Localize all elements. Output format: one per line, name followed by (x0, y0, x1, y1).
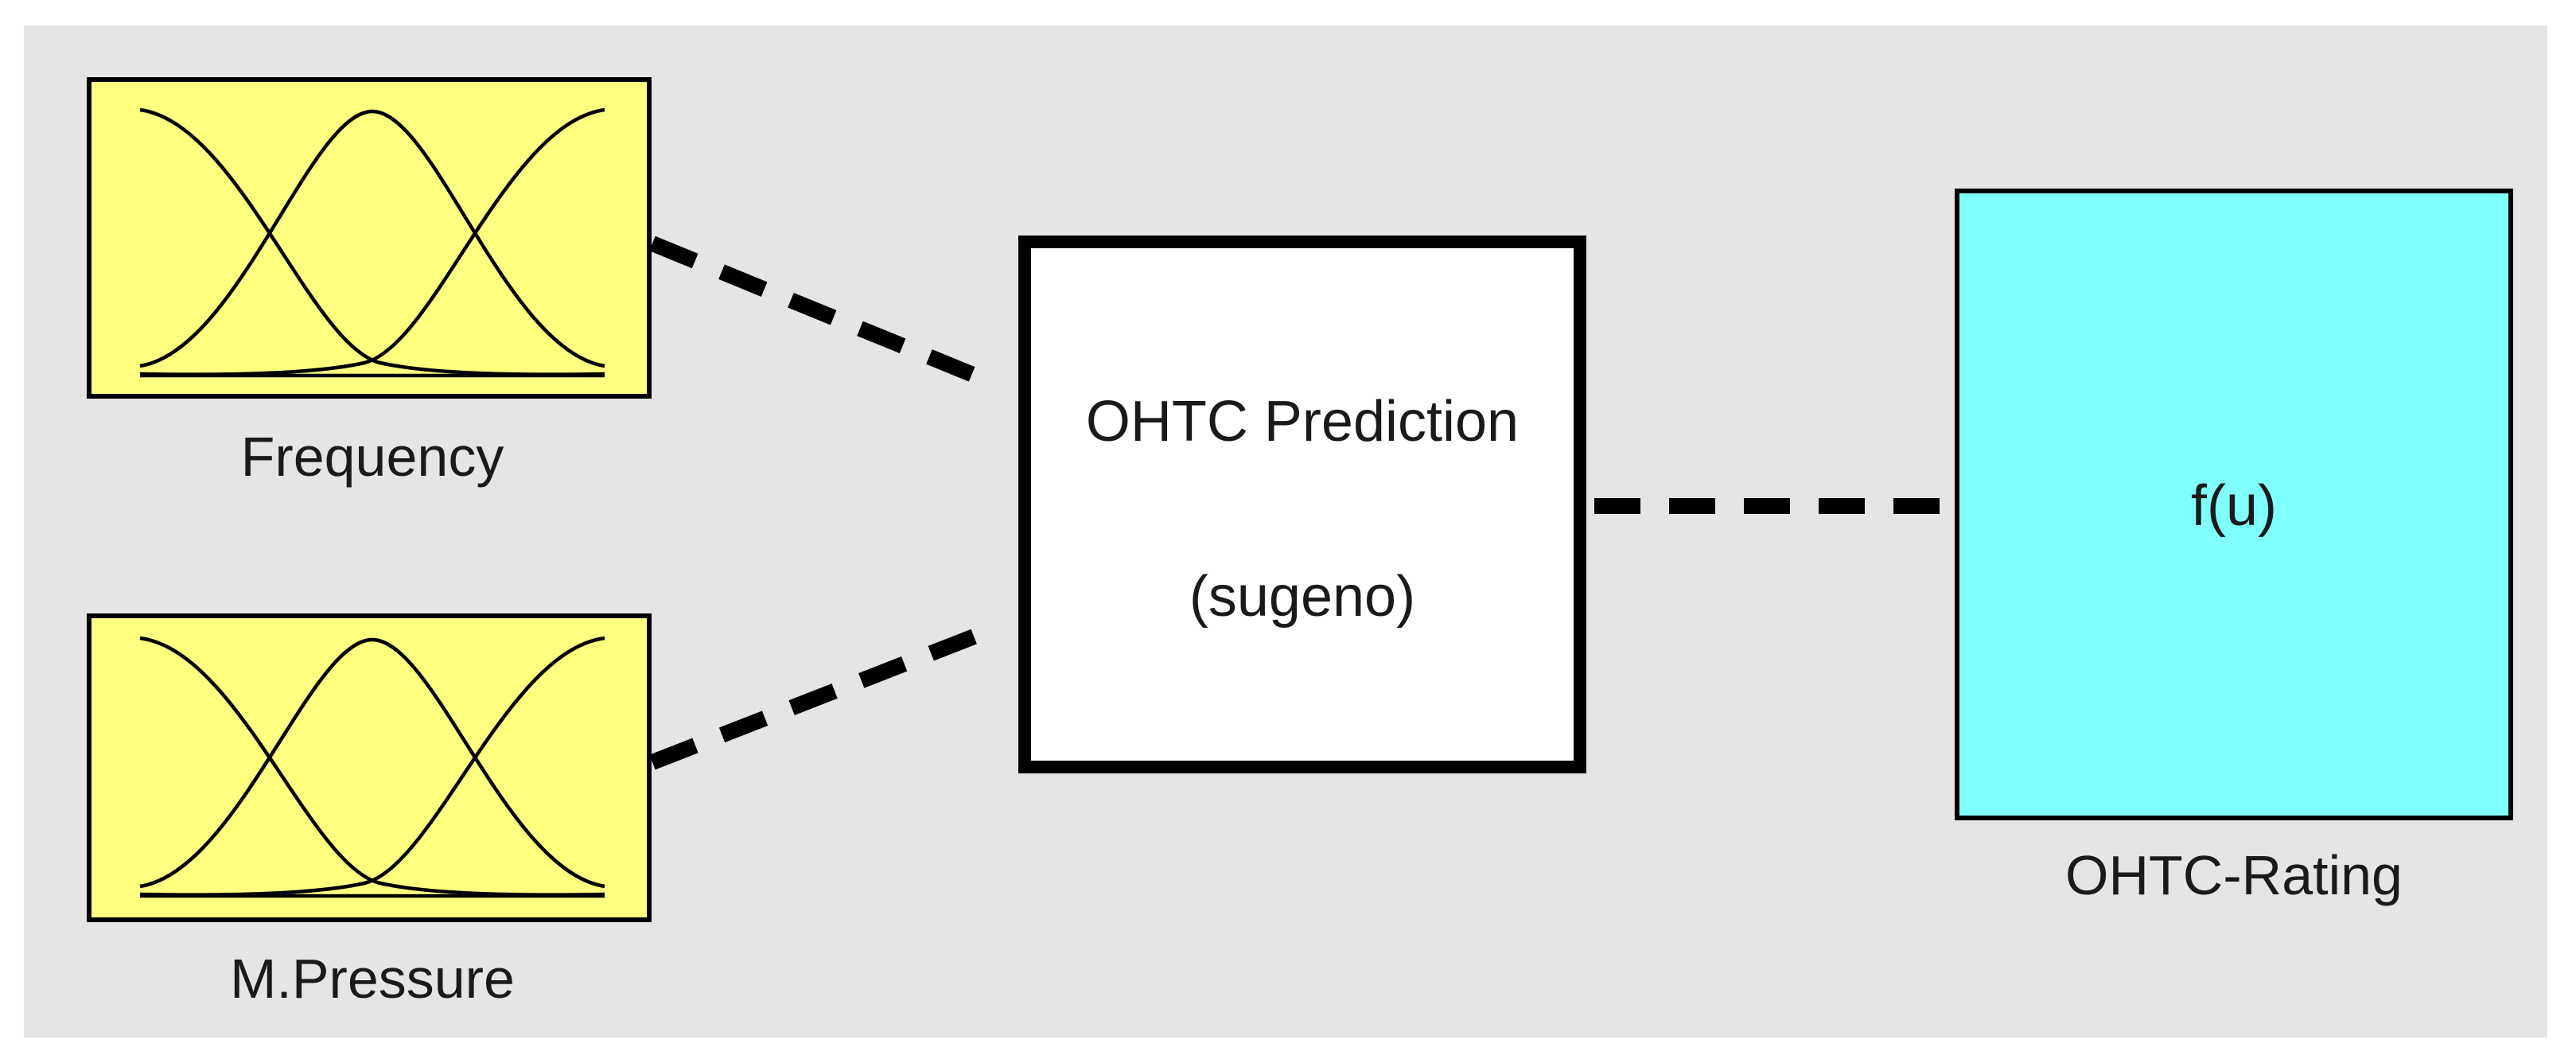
mf-curve-mid (139, 109, 605, 368)
output-label: OHTC-Rating (2065, 844, 2403, 906)
connectors (649, 236, 1957, 770)
output-function-symbol: f(u) (2191, 474, 2277, 538)
output-block-ohtc-rating[interactable]: f(u) OHTC-Rating (1955, 189, 2513, 906)
membership-functions-frequency (139, 107, 605, 378)
output-box[interactable] (1955, 189, 2513, 820)
input-label-frequency: Frequency (241, 426, 504, 488)
connector-pressure-to-system (649, 621, 998, 770)
input-block-m-pressure[interactable]: M.Pressure (87, 613, 652, 1010)
inference-system-block[interactable]: OHTC Prediction (sugeno) (1018, 236, 1586, 773)
input-box-m-pressure[interactable] (87, 613, 652, 922)
connector-frequency-to-system (649, 236, 998, 391)
membership-functions-m-pressure (139, 636, 605, 898)
input-block-frequency[interactable]: Frequency (87, 77, 652, 488)
input-label-m-pressure: M.Pressure (230, 948, 515, 1010)
system-name: OHTC Prediction (1086, 390, 1519, 454)
mf-curve-mid (139, 637, 605, 889)
system-box[interactable] (1018, 236, 1586, 773)
system-type: (sugeno) (1189, 565, 1415, 629)
